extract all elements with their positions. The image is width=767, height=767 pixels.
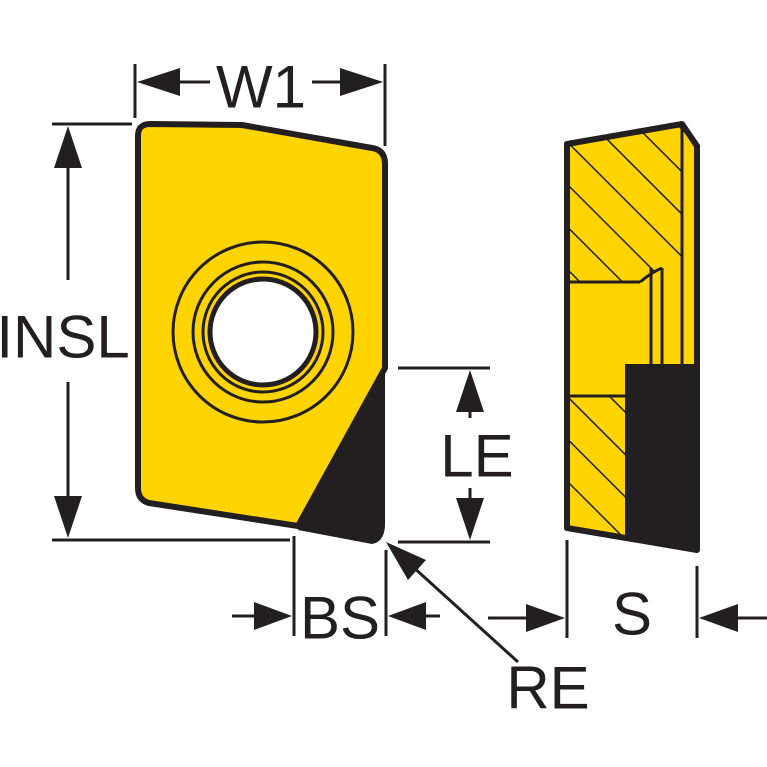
arrowhead-bottom xyxy=(456,498,484,540)
label-insl: INSL xyxy=(0,304,130,371)
dimension-bs: BS xyxy=(232,536,440,652)
arrowhead-left xyxy=(388,602,426,630)
mounting-hole-ring-middle xyxy=(191,260,335,404)
arrowhead-right xyxy=(526,604,565,632)
cutting-edge-corner xyxy=(298,368,385,544)
arrowhead-right xyxy=(254,602,292,630)
arrowhead-bottom xyxy=(54,496,82,538)
dimension-w1: W1 xyxy=(133,54,387,146)
dimension-le: LE xyxy=(398,366,514,544)
arrowhead-top xyxy=(456,370,484,412)
mounting-hole-ring-outer xyxy=(171,240,355,424)
side-cutting-edge xyxy=(625,364,697,550)
mounting-hole-ring-inner xyxy=(201,270,325,394)
side-outline xyxy=(564,121,700,553)
arrowhead-top xyxy=(54,126,82,168)
mounting-hole xyxy=(207,276,319,388)
dimension-insl: INSL xyxy=(0,122,290,542)
insert-front-view xyxy=(135,121,388,544)
insert-side-view xyxy=(564,121,700,553)
arrowhead-leader xyxy=(386,542,426,580)
label-s: S xyxy=(612,581,652,648)
label-le: LE xyxy=(440,423,513,490)
dimension-s: S xyxy=(488,540,767,648)
arrowhead-left xyxy=(137,68,180,96)
label-re: RE xyxy=(506,655,589,722)
arrowhead-left xyxy=(699,604,738,632)
arrowhead-right xyxy=(340,68,383,96)
dimension-re: RE xyxy=(386,542,590,722)
label-bs: BS xyxy=(300,585,380,652)
label-w1: W1 xyxy=(216,54,306,121)
